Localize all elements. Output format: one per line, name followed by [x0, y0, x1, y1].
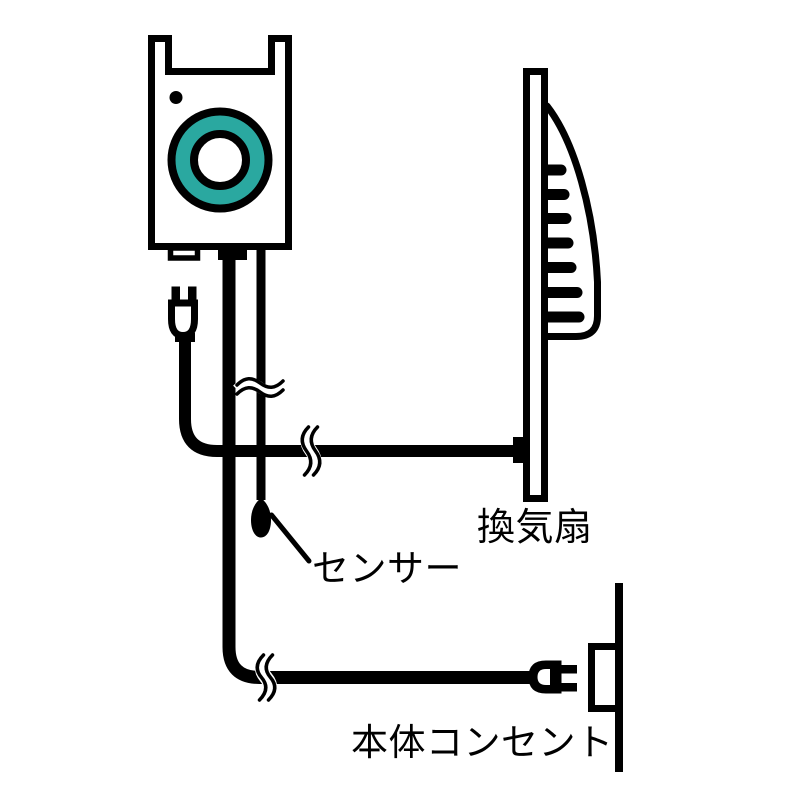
sensor-label: センサー [312, 547, 462, 590]
cable-break-icon [233, 377, 287, 398]
cable-break-icon [254, 650, 278, 705]
outlet-box [588, 643, 615, 712]
sensor-probe-icon [251, 498, 271, 538]
plug-prong [188, 286, 197, 305]
cord-to-fan-line [179, 339, 517, 457]
ventilation-fan-icon [513, 68, 601, 502]
cable-to-outlet-line [222, 253, 533, 684]
fan-mount-plate [523, 68, 548, 502]
mount-foot [167, 245, 201, 261]
plug-neck [175, 333, 195, 342]
wall-outlet-icon [528, 583, 623, 772]
fan-louvers-icon [541, 164, 585, 323]
plug-prong [171, 286, 180, 305]
power-plug-icon [168, 286, 198, 342]
outlet-label: 本体コンセント [351, 721, 614, 764]
outlet-cable [222, 253, 533, 705]
fan-terminal [513, 437, 524, 463]
sensor-cable [233, 246, 312, 564]
controller-unit-icon [148, 35, 292, 261]
sensor-leader-line [269, 512, 312, 564]
outlet-plug-cutout [537, 669, 550, 685]
plug-prong [560, 683, 577, 692]
plug-prong [560, 665, 577, 674]
plug-body [168, 299, 198, 340]
fan-cable [179, 339, 517, 480]
dial-center [190, 130, 250, 190]
indicator-dot [169, 91, 183, 104]
outlet-plug-icon [528, 660, 577, 694]
cable-break-icon [300, 422, 322, 480]
fan-label: 換気扇 [477, 505, 593, 549]
